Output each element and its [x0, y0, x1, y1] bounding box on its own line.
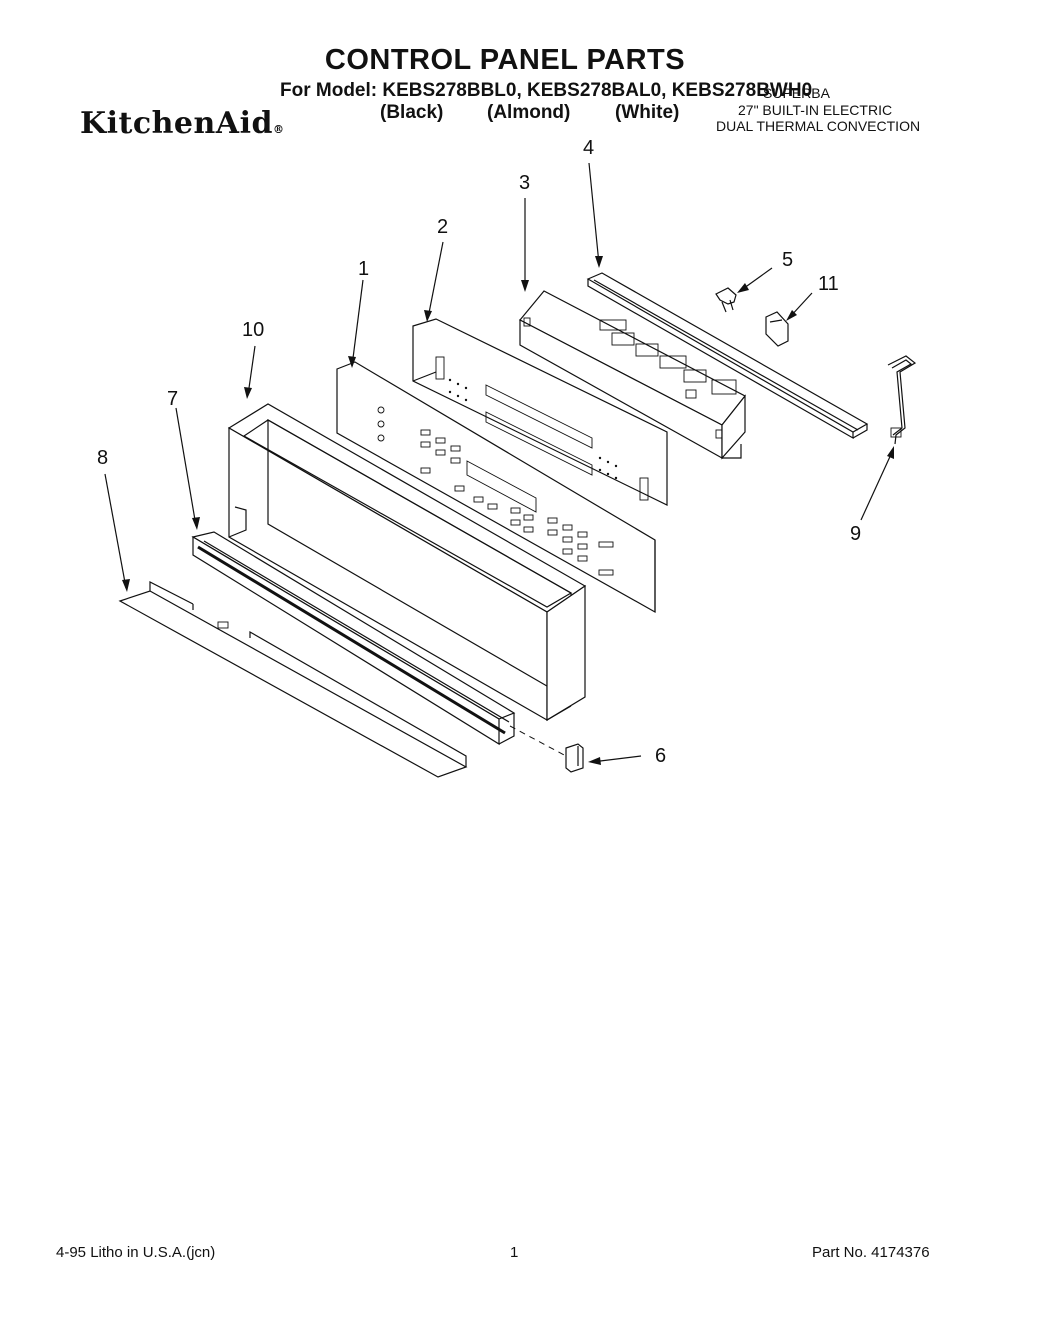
- part-7-trim-strip: [191, 531, 516, 746]
- part-number: Part No. 4174376: [812, 1244, 930, 1261]
- callout-8: 8: [97, 447, 108, 469]
- model-line: For Model: KEBS278BBL0, KEBS278BAL0, KEB…: [280, 80, 813, 101]
- callout-4: 4: [583, 137, 594, 159]
- part-2-backing-plate: [412, 318, 668, 506]
- part-1-control-panel: [336, 361, 656, 614]
- part-4-rail: [586, 272, 869, 440]
- page-number: 1: [510, 1244, 519, 1261]
- callout-3: 3: [519, 172, 530, 194]
- callout-5: 5: [782, 249, 793, 271]
- leader-lines: [104, 162, 894, 765]
- brand-name: KitchenAid: [80, 106, 273, 141]
- part-6-clip: [509, 725, 584, 773]
- variant-almond: (Almond): [487, 102, 571, 123]
- part-8-lower-trim: [118, 581, 468, 778]
- callout-11: 11: [818, 273, 839, 295]
- product-type: 27" BUILT-IN ELECTRIC: [738, 102, 893, 118]
- callout-7: 7: [167, 388, 178, 410]
- part-9-wire-bracket: [887, 355, 917, 445]
- print-info: 4-95 Litho in U.S.A.(jcn): [56, 1244, 216, 1261]
- brand-logo: KitchenAid®: [80, 106, 284, 141]
- callout-1: 1: [358, 258, 369, 280]
- callout-9: 9: [850, 523, 861, 545]
- variant-white: (White): [615, 102, 680, 123]
- part-11-bracket: [765, 311, 789, 347]
- registered-mark: ®: [272, 123, 285, 136]
- callout-10: 10: [242, 319, 264, 341]
- callout-2: 2: [437, 216, 448, 238]
- part-10-frame: [227, 403, 587, 722]
- page-title: CONTROL PANEL PARTS: [324, 44, 686, 76]
- part-3-control-board: [519, 290, 746, 460]
- part-5-clip: [715, 287, 737, 313]
- product-feature: DUAL THERMAL CONVECTION: [716, 118, 921, 134]
- series-name: SUPERBA: [763, 85, 830, 101]
- callout-6: 6: [655, 745, 666, 767]
- variant-black: (Black): [380, 102, 444, 123]
